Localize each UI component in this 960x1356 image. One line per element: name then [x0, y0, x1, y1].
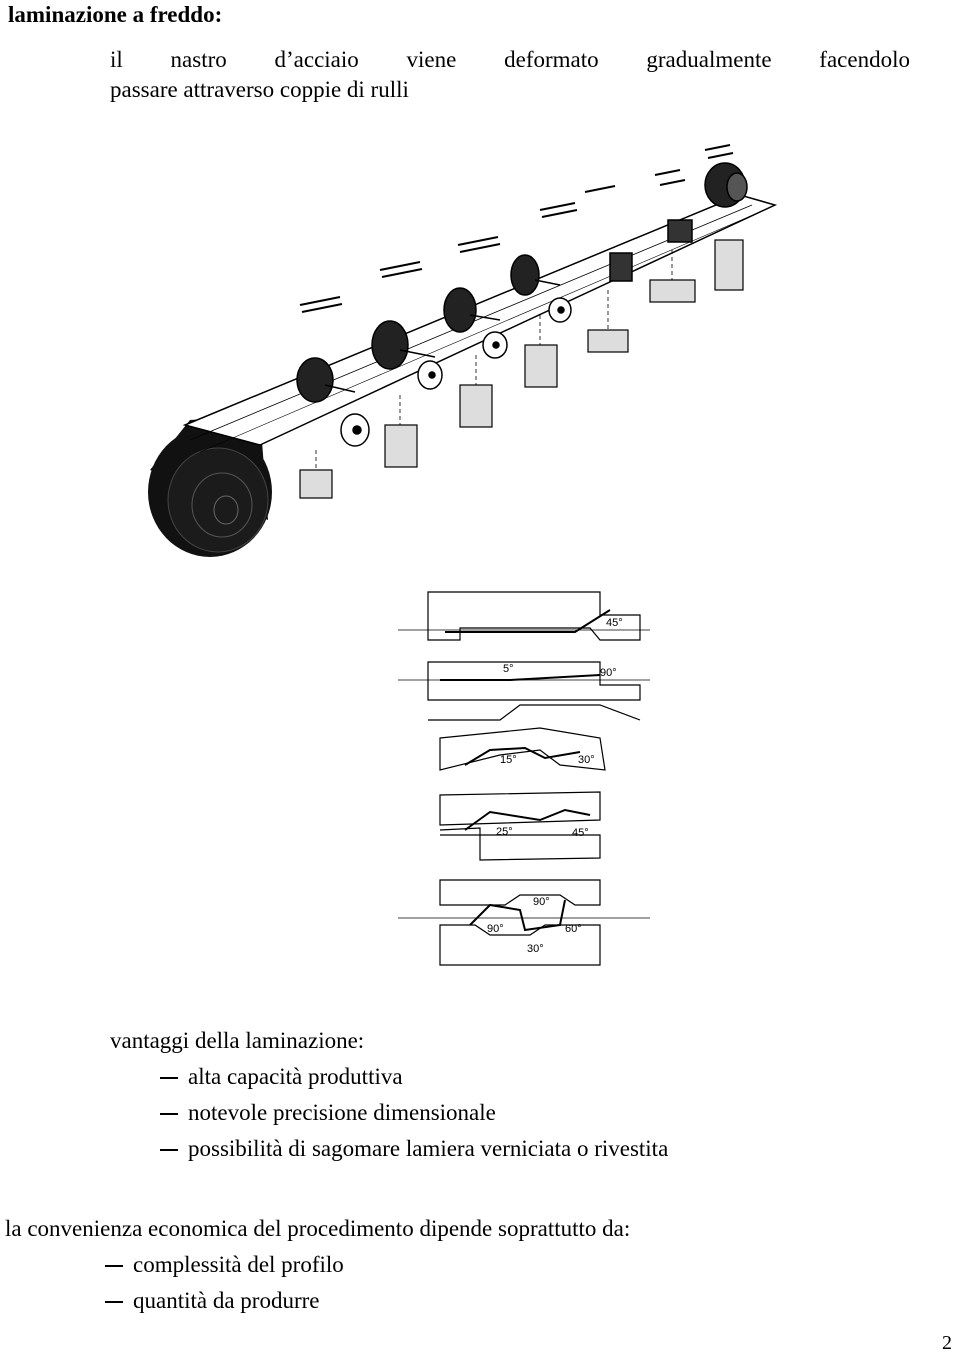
convenience-item-text: complessità del profilo: [133, 1252, 344, 1277]
profile-stage-4: 25° 45°: [439, 791, 601, 861]
advantage-item-text: possibilità di sagomare lamiera vernicia…: [188, 1136, 669, 1161]
angle-label: 45°: [606, 617, 623, 629]
advantages-title: vantaggi della laminazione:: [110, 1028, 365, 1053]
profile-sections-bottom: [299, 239, 744, 499]
advantage-item-text: alta capacità produttiva: [188, 1064, 403, 1089]
convenience-item-text: quantità da produrre: [133, 1288, 320, 1313]
steel-coil: [148, 415, 272, 557]
roll-stations: [296, 162, 748, 447]
profile-stage-2: 5° 90°: [398, 663, 650, 681]
dash-bullet: [160, 1148, 178, 1151]
intro-paragraph: il nastro d’acciaio viene deformato grad…: [110, 45, 910, 105]
angle-label: 15°: [500, 754, 517, 766]
page-number: 2: [942, 1332, 952, 1354]
profile-sections-top: [299, 144, 734, 313]
profile-stage-3: 15° 30°: [439, 727, 606, 771]
angle-label: 90°: [600, 667, 617, 679]
advantage-item: notevole precisione dimensionale: [160, 1100, 496, 1126]
profile-stage-5: 90° 90° 60° 30°: [398, 879, 650, 966]
convenience-item: quantità da produrre: [105, 1288, 319, 1314]
angle-label: 45°: [572, 827, 589, 839]
advantage-item: alta capacità produttiva: [160, 1064, 403, 1090]
dash-bullet: [105, 1300, 123, 1303]
roll-forming-line-illustration: [148, 144, 778, 557]
angle-label: 5°: [503, 663, 514, 675]
forming-profile-diagram: 45° 5° 90° 15° 30° 25° 45° 90° 90° 60° 3…: [398, 591, 650, 966]
convenience-title: la convenienza economica del procediment…: [5, 1216, 631, 1241]
angle-label: 30°: [578, 754, 595, 766]
advantage-item-text: notevole precisione dimensionale: [188, 1100, 496, 1125]
angle-label: 90°: [533, 896, 550, 908]
page-heading: laminazione a freddo:: [8, 2, 223, 27]
angle-label: 60°: [565, 923, 582, 935]
advantage-item: possibilità di sagomare lamiera vernicia…: [160, 1136, 668, 1162]
angle-label: 90°: [487, 923, 504, 935]
angle-label: 25°: [496, 826, 513, 838]
dash-bullet: [160, 1112, 178, 1115]
profile-stage-1: 45°: [398, 591, 650, 721]
dash-bullet: [105, 1264, 123, 1267]
intro-line-1: il nastro d’acciaio viene deformato grad…: [110, 47, 910, 72]
dash-bullet: [160, 1076, 178, 1079]
intro-line-2: passare attraverso coppie di rulli: [110, 77, 409, 102]
angle-label: 30°: [527, 943, 544, 955]
convenience-item: complessità del profilo: [105, 1252, 344, 1278]
